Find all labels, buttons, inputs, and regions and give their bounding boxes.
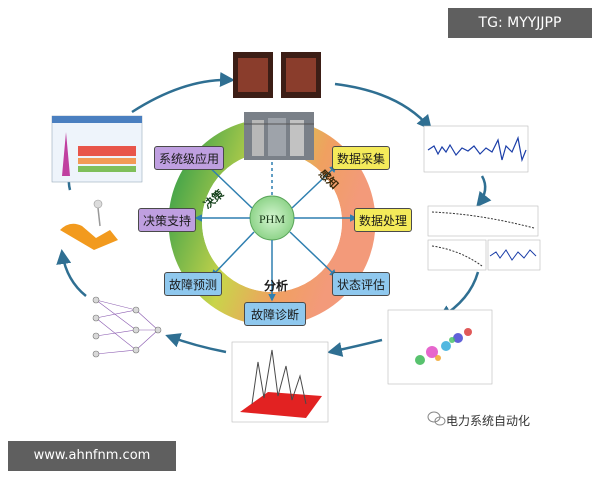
arrow-network-to-figure <box>56 249 87 297</box>
brand-text: 电力系统自动化 <box>446 414 531 428</box>
vibration-waveform <box>423 125 529 173</box>
surface-3d-plot <box>231 341 329 423</box>
step-data-process: 数据处理 <box>354 208 412 232</box>
outer-cycle-arrows <box>56 72 492 357</box>
watermark-top: TG: MYYJJPP <box>448 8 592 38</box>
spokes <box>194 160 358 302</box>
step-system-app: 系统级应用 <box>154 146 224 170</box>
watermark-bottom: www.ahnfnm.com <box>8 441 176 471</box>
neural-network-graph <box>95 299 159 355</box>
spoke-fault-predict <box>210 231 255 278</box>
ring-label-analysis: 分析 <box>264 278 288 293</box>
dashboard-screenshot <box>51 115 143 183</box>
degradation-curves <box>427 205 541 271</box>
arrow-dashboard-to-photos <box>131 72 235 114</box>
arrow-scatter-to-3d <box>327 338 383 357</box>
step-decision-support: 决策支持 <box>138 208 196 232</box>
wechat-icon <box>427 411 446 426</box>
neural-network-nodes <box>92 296 162 358</box>
arrow-photos-to-waveform <box>334 82 432 131</box>
equipment-photos <box>233 52 321 98</box>
transformer-image <box>244 112 314 160</box>
step-state-eval: 状态评估 <box>332 272 390 296</box>
brand-label: 电力系统自动化 <box>428 412 530 429</box>
step-fault-predict: 故障预测 <box>164 272 222 296</box>
phm-label: PHM <box>259 212 285 226</box>
cluster-scatter <box>387 309 493 385</box>
arrow-waveform-to-curves <box>476 175 492 208</box>
spoke-data-collect <box>291 164 338 209</box>
brand-icon-spacer <box>428 415 442 427</box>
step-fault-diag: 故障诊断 <box>244 302 306 326</box>
step-data-collect: 数据采集 <box>332 146 390 170</box>
decision-figure <box>60 199 118 250</box>
spoke-state-eval <box>289 231 338 278</box>
arrow-3d-to-network <box>165 333 227 354</box>
